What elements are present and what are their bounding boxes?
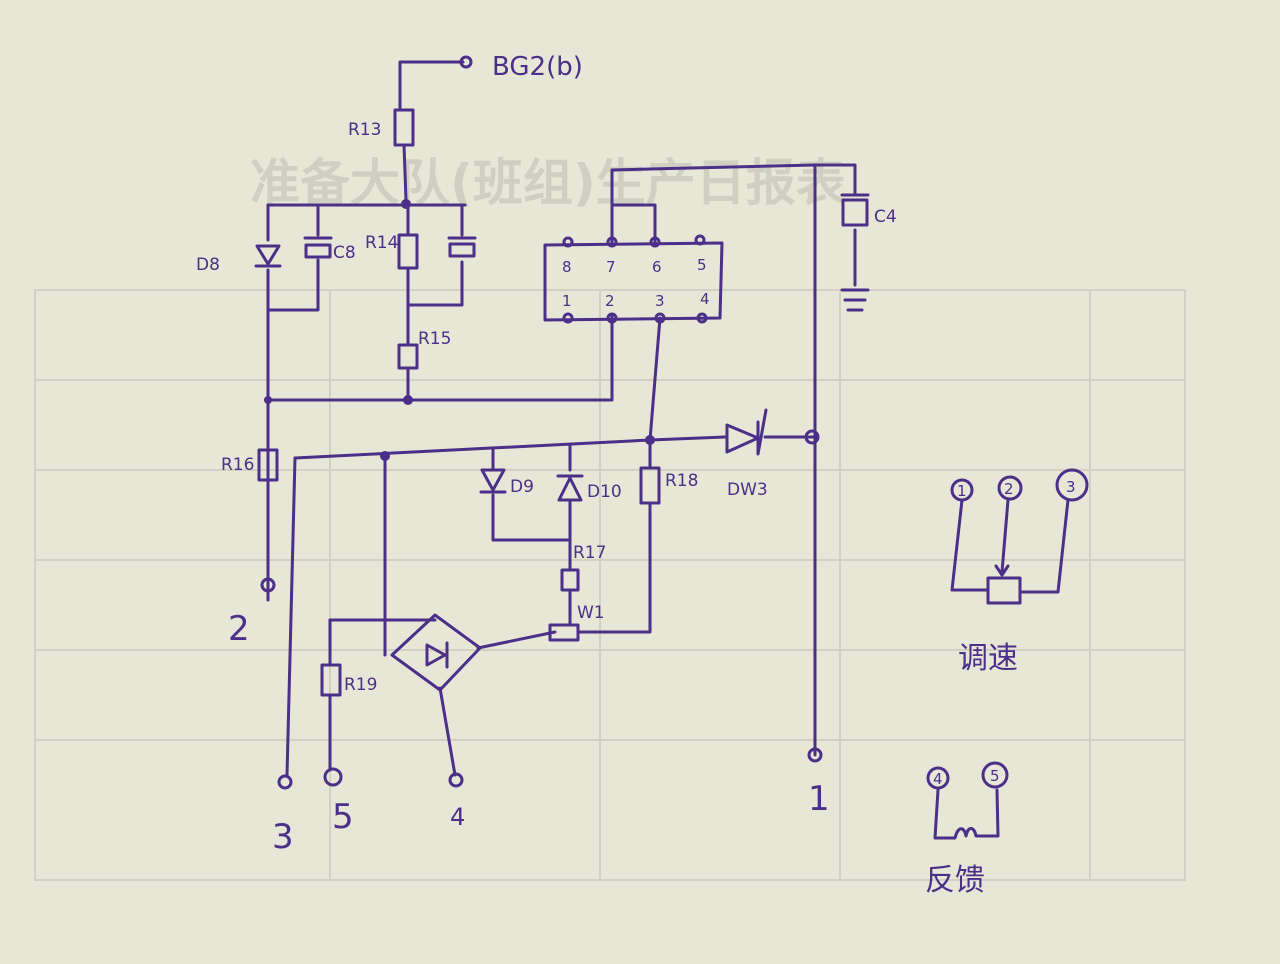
resistor-r13: R13 <box>348 108 415 147</box>
label-c8: C8 <box>333 243 356 263</box>
ic-pin-8: 8 <box>562 258 572 276</box>
background-header: 准备大队(班组)生产日报表 <box>250 154 846 212</box>
label-r17: R17 <box>573 543 606 563</box>
speed-pin-3: 3 <box>1066 478 1076 496</box>
background-form: 准备大队(班组)生产日报表 <box>34 154 1186 881</box>
resistor-r14: R14 <box>365 233 419 270</box>
label-d9: D9 <box>510 477 534 497</box>
ic-pin-3: 3 <box>655 292 665 310</box>
capacitor-c8: C8 <box>303 236 356 263</box>
terminal-4-label: 4 <box>450 803 465 831</box>
speed-pin-1: 1 <box>957 482 967 500</box>
terminal-3-label: 3 <box>272 817 294 857</box>
label-r15: R15 <box>418 329 451 349</box>
ic-pin-7: 7 <box>606 258 616 276</box>
resistor-r19: R19 <box>320 663 377 697</box>
potentiometer-w1: W1 <box>548 603 605 642</box>
ic-pin-4: 4 <box>700 290 710 308</box>
input-label-bg2: BG2(b) <box>492 52 583 82</box>
resistor-r15: R15 <box>397 329 451 370</box>
label-d8: D8 <box>196 255 220 275</box>
label-r16: R16 <box>221 455 254 475</box>
capacitor-c4: C4 <box>840 193 897 227</box>
resistor-r18: R18 <box>639 466 698 505</box>
diode-d10: D10 <box>556 474 622 502</box>
speed-control-legend: 1 2 3 调速 <box>950 468 1089 676</box>
bridge-rectifier <box>390 613 482 692</box>
resistor-r17: R17 <box>560 543 606 592</box>
capacitor-unlabeled <box>447 236 477 258</box>
ic-pin-5: 5 <box>697 256 707 274</box>
feedback-pin-5: 5 <box>990 767 1000 785</box>
label-r18: R18 <box>665 471 698 491</box>
feedback-legend: 4 5 反馈 <box>925 761 1009 898</box>
terminals: 1 2 3 4 5 <box>228 577 830 857</box>
label-c4: C4 <box>874 207 897 227</box>
label-r19: R19 <box>344 675 377 695</box>
ic-pin-6: 6 <box>652 258 662 276</box>
ic-pin-1: 1 <box>562 292 572 310</box>
label-d10: D10 <box>587 482 622 502</box>
terminal-1-label: 1 <box>808 779 830 819</box>
zener-dw3: DW3 <box>725 408 820 500</box>
ic-package: 8 7 6 5 1 2 3 4 <box>543 234 724 324</box>
diode-d8: D8 <box>196 244 282 275</box>
terminal-5-label: 5 <box>332 797 354 837</box>
label-w1: W1 <box>577 603 605 623</box>
feedback-label: 反馈 <box>925 863 985 898</box>
label-dw3: DW3 <box>727 480 768 500</box>
label-r13: R13 <box>348 120 381 140</box>
diode-d9: D9 <box>479 468 534 497</box>
speed-pin-2: 2 <box>1004 480 1014 498</box>
label-r14: R14 <box>365 233 398 253</box>
junction-dots <box>264 199 655 461</box>
speed-label: 调速 <box>958 641 1018 676</box>
feedback-pin-4: 4 <box>933 770 943 788</box>
ic-pin-2: 2 <box>605 292 615 310</box>
resistor-r16: R16 <box>221 448 279 580</box>
terminal-2-label: 2 <box>228 609 250 649</box>
